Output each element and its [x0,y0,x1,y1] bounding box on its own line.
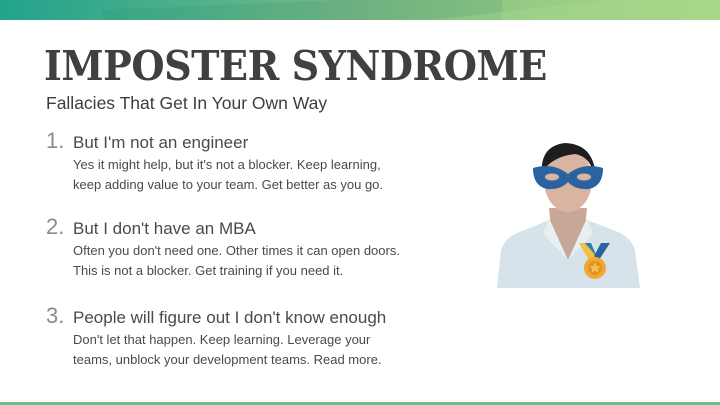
bottom-accent-bar [0,402,720,405]
description-line: Don't let that happen. Keep learning. Le… [73,332,371,347]
item-heading: But I'm not an engineer [73,133,249,152]
item-description: Don't let that happen. Keep learning. Le… [73,330,382,370]
description-line: Yes it might help, but it's not a blocke… [73,157,381,172]
description-line: teams, unblock your development teams. R… [73,352,382,367]
item-number: 2. [46,214,65,239]
item-description: Often you don't need one. Other times it… [73,241,400,281]
description-line: Often you don't need one. Other times it… [73,243,400,258]
item-number: 1. [46,128,65,153]
slide-title: IMPOSTER SYNDROME [44,42,547,90]
item-description: Yes it might help, but it's not a blocke… [73,155,383,195]
masked-hero-illustration [497,143,640,288]
item-heading: But I don't have an MBA [73,219,256,238]
description-line: keep adding value to your team. Get bett… [73,177,384,192]
item-heading: People will figure out I don't know enou… [73,308,387,327]
item-number: 3. [46,303,65,328]
slide-subtitle: Fallacies That Get In Your Own Way [46,93,328,113]
decorative-shape [102,0,502,20]
description-line: This is not a blocker. Get training if y… [73,263,344,278]
top-gradient-bar [0,0,720,20]
